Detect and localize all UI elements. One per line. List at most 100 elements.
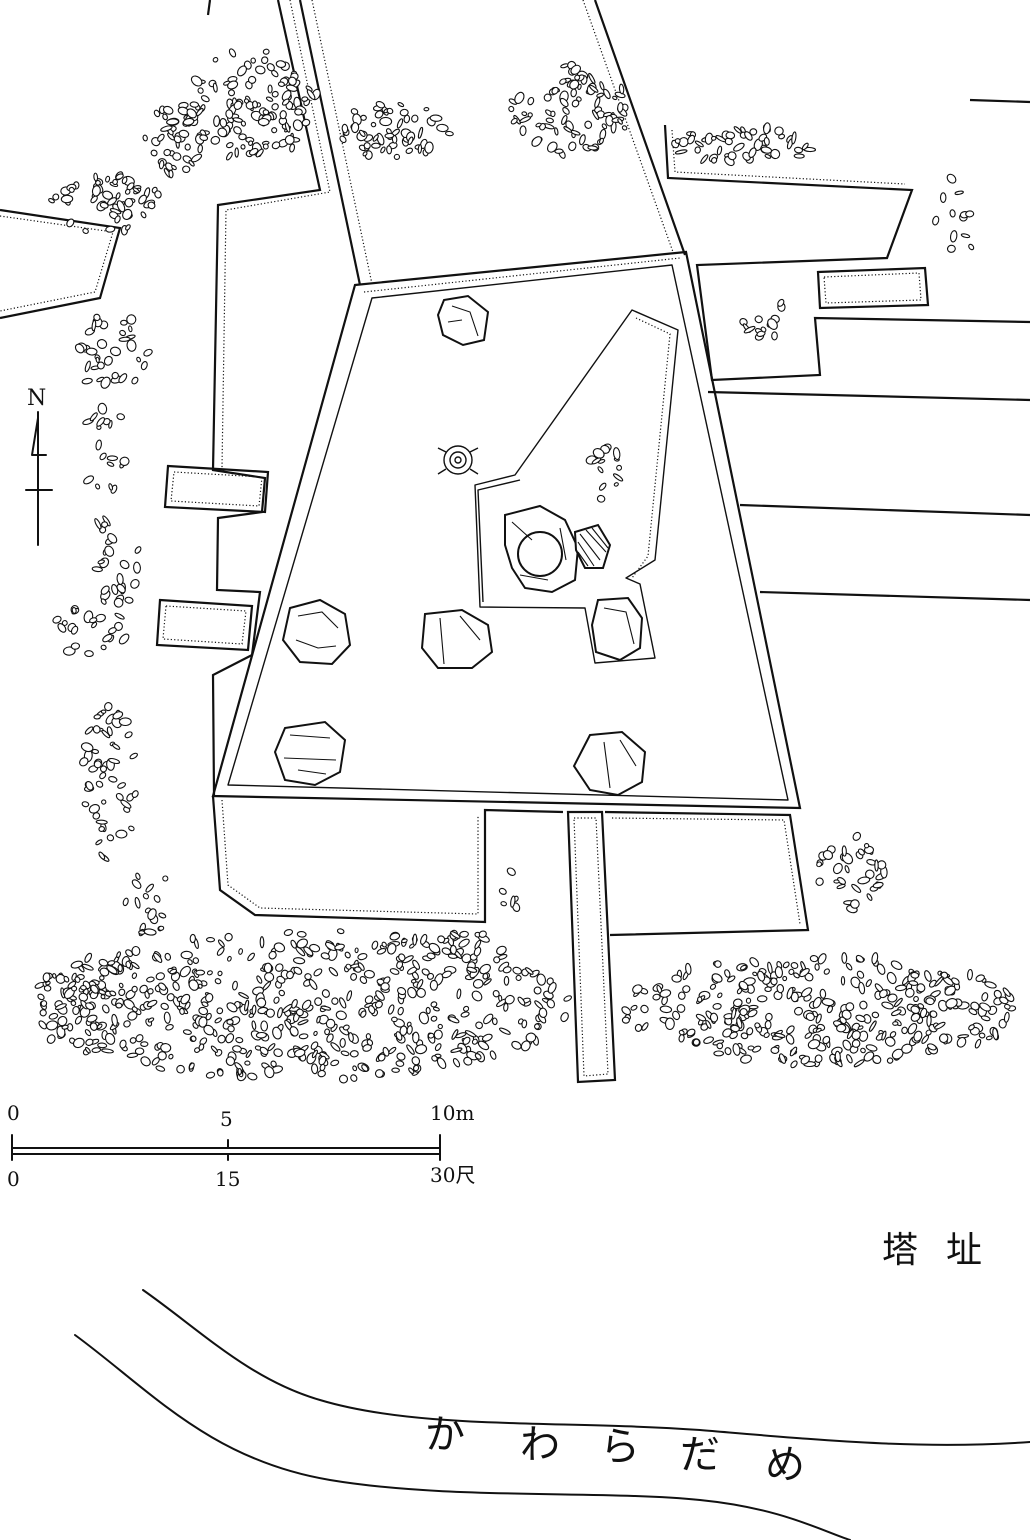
pebble [171,164,177,171]
pebble [621,1016,630,1024]
pebble [481,1033,493,1042]
pebble [188,160,195,167]
pebble [116,413,126,421]
pebble [131,790,139,799]
pebble [273,942,286,953]
pebble [345,963,352,970]
pebble [524,967,534,975]
pebble [850,976,861,989]
pebble [95,819,108,825]
pebble [855,954,865,963]
pebble [143,348,153,357]
pebble [187,959,193,966]
pebble [503,1002,509,1012]
pebble [97,559,105,565]
pebble [389,932,401,941]
pebble [111,371,119,380]
pebble [184,1001,191,1010]
pebble [120,799,132,809]
pebble [214,1017,222,1024]
pebble [166,993,175,1002]
pebble [598,482,607,491]
pebble [99,201,109,209]
pebble [362,151,368,157]
pebble [89,617,98,624]
pebble [462,1036,471,1045]
pebble [119,329,127,337]
pebble [748,1004,759,1010]
pebble [713,1050,725,1057]
pebble [114,612,125,620]
pebble [671,974,682,983]
pebble [244,1060,251,1066]
pebble [283,929,294,936]
pebble [822,1035,831,1045]
pebble [960,233,971,239]
pebble [147,988,154,995]
pebble [763,136,770,146]
pebble [677,991,686,1000]
pebble [264,1066,275,1079]
pebble [107,960,116,966]
pebble [289,1026,299,1037]
pebble [104,1032,116,1045]
pebble [458,938,470,948]
pebble [127,1011,138,1021]
pebble [436,123,449,133]
scale-bottom-label-30shaku: 30尺 [430,1163,475,1187]
pebble [592,448,605,459]
pebble [91,621,98,629]
pebble [736,1017,743,1029]
pebble [384,132,395,139]
pebble [91,566,103,573]
pebble [275,963,284,972]
pebble [262,143,269,150]
pebble [749,957,760,968]
pebble [162,113,168,121]
pebble [391,1067,400,1073]
pebble [121,176,128,185]
pebble [298,1033,309,1040]
pebble [100,709,107,714]
pebble [129,752,138,760]
pebble [93,172,99,182]
pebble [37,993,45,1001]
pebble [739,964,747,971]
pebble [568,141,577,152]
pebble [980,1015,991,1022]
pebble [871,1011,880,1019]
pebble [72,1037,85,1049]
pebble [474,939,482,950]
river-char-2: わ [520,1422,560,1468]
pebble [339,997,347,1009]
pebble [745,997,752,1004]
pebble [106,834,115,842]
pebble [348,1032,354,1043]
pebble [621,125,628,131]
pebble [510,117,518,125]
pebble [405,147,414,155]
pebble [182,117,195,126]
pebble [238,948,244,955]
pebble [108,483,114,491]
pebble [294,108,303,116]
pebble [247,75,257,84]
pebble [570,64,581,75]
pebble [84,360,91,373]
pebble [716,1042,724,1050]
pebble [134,1047,145,1055]
pebble [95,179,101,186]
pebble [89,412,98,422]
pebble [116,583,126,594]
pebble [168,1053,174,1060]
pebble [124,188,131,195]
pebble [910,1012,921,1022]
pebble [872,1055,882,1064]
pebble [74,976,81,983]
pebble [98,825,106,833]
pebble [114,621,123,631]
pebble [91,319,97,332]
pebble [632,984,643,994]
pebble [340,1050,350,1057]
pebble [402,955,414,964]
